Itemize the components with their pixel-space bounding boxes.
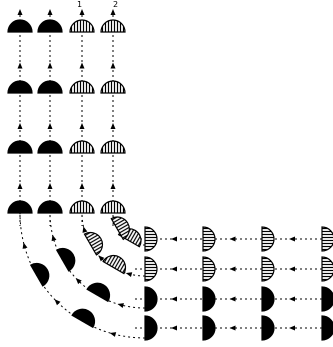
- leftward-arrow: [229, 236, 236, 242]
- leftward-arrow: [171, 266, 177, 272]
- solid-half-disk: [202, 315, 216, 341]
- curved-arrow: [125, 272, 133, 278]
- upward-arrow: [17, 9, 23, 15]
- curved-arrow: [22, 242, 28, 249]
- upward-arrow: [17, 123, 23, 129]
- hatched-half-disk: [100, 200, 126, 214]
- upward-arrow: [47, 183, 53, 189]
- leftward-arrow: [289, 325, 295, 331]
- leftward-arrow: [171, 296, 177, 302]
- hatched-half-disk: [102, 254, 127, 275]
- solid-half-disk: [144, 286, 158, 312]
- solid-half-disk: [7, 200, 33, 214]
- curved-flow-path: [19, 212, 146, 339]
- upward-arrow: [17, 62, 23, 69]
- solid-half-disk: [37, 80, 63, 94]
- leftward-arrow: [229, 325, 236, 331]
- hatched-half-disk: [100, 80, 126, 94]
- solid-half-disk: [261, 315, 275, 341]
- hatched-half-disk: [261, 256, 275, 282]
- upward-arrow: [17, 183, 23, 189]
- curved-arrow: [117, 303, 124, 308]
- solid-half-disk: [71, 308, 96, 329]
- half-disk-markers: [7, 19, 333, 341]
- hatched-half-disk: [83, 231, 104, 256]
- leftward-arrow: [229, 266, 236, 272]
- hatched-half-disk: [110, 216, 130, 241]
- upward-arrow: [79, 62, 85, 69]
- hatched-half-disk: [69, 80, 95, 94]
- solid-half-disk: [37, 200, 63, 214]
- leftward-arrow: [171, 325, 177, 331]
- upward-arrow: [79, 123, 85, 129]
- solid-half-disk: [144, 315, 158, 341]
- upward-arrow: [110, 62, 116, 69]
- flow-paths: [19, 10, 333, 339]
- solid-half-disk: [321, 315, 333, 341]
- flow-arrows: [17, 9, 333, 337]
- solid-half-disk: [321, 286, 333, 312]
- hatched-half-disk: [321, 256, 333, 282]
- curved-flow-path: [81, 212, 146, 277]
- solid-half-disk: [29, 262, 50, 287]
- curved-arrow: [75, 278, 82, 285]
- upward-arrow: [110, 183, 116, 189]
- upward-arrow: [47, 123, 53, 129]
- leftward-arrow: [289, 266, 295, 272]
- upward-arrow: [110, 9, 116, 15]
- column-label-1: 1: [77, 0, 83, 9]
- hatched-half-disk: [69, 200, 95, 214]
- upward-arrow: [47, 62, 53, 69]
- hatched-half-disk: [100, 19, 126, 33]
- solid-half-disk: [261, 286, 275, 312]
- solid-half-disk: [37, 19, 63, 33]
- solid-half-disk: [7, 80, 33, 94]
- leftward-arrow: [289, 296, 295, 302]
- upward-arrow: [110, 123, 116, 129]
- hatched-half-disk: [261, 226, 275, 252]
- solid-half-disk: [55, 247, 76, 272]
- hatched-half-disk: [202, 226, 216, 252]
- hatched-half-disk: [144, 226, 158, 252]
- solid-half-disk: [37, 140, 63, 154]
- hatched-half-disk: [69, 140, 95, 154]
- hatched-half-disk: [202, 256, 216, 282]
- curved-arrow: [51, 234, 57, 242]
- column-label-2: 2: [113, 0, 119, 9]
- solid-half-disk: [86, 282, 111, 303]
- solid-half-disk: [202, 286, 216, 312]
- curved-arrow: [109, 332, 117, 337]
- upward-arrow: [47, 9, 53, 15]
- hatched-half-disk: [100, 140, 126, 154]
- hatched-half-disk: [321, 226, 333, 252]
- leftward-arrow: [229, 296, 236, 302]
- curved-arrow: [82, 226, 88, 233]
- leftward-arrow: [171, 236, 177, 242]
- solid-half-disk: [7, 140, 33, 154]
- solid-half-disk: [7, 19, 33, 33]
- leftward-arrow: [289, 236, 295, 242]
- hatched-half-disk: [144, 256, 158, 282]
- curved-arrow: [54, 299, 61, 306]
- curved-arrow: [98, 255, 105, 262]
- upward-arrow: [79, 183, 85, 189]
- upward-arrow: [79, 9, 85, 15]
- hatched-half-disk: [69, 19, 95, 33]
